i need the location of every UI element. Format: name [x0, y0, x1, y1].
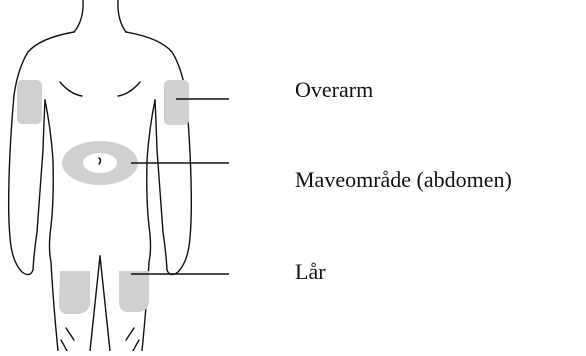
right-thigh-area — [119, 271, 149, 312]
abdomen-label: Maveområde (abdomen) — [295, 167, 512, 193]
thigh-label: Lår — [295, 259, 326, 285]
right-upper-arm-area — [164, 80, 189, 125]
leader-lines — [131, 99, 229, 274]
left-upper-arm-area — [17, 80, 42, 124]
upper-arm-label: Overarm — [295, 77, 373, 103]
left-thigh-area — [59, 271, 90, 314]
